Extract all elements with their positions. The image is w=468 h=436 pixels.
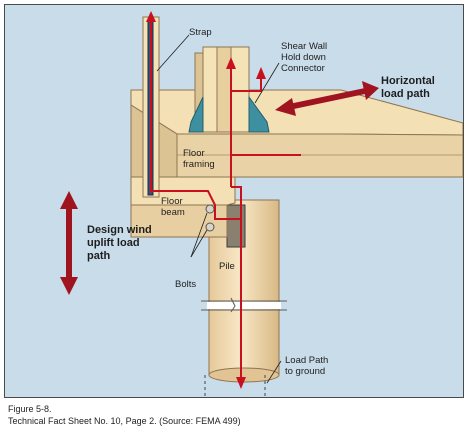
label-uplift-load-path: Design wind uplift load path bbox=[87, 224, 152, 262]
bolt bbox=[205, 222, 215, 232]
figure-caption: Figure 5-8. Technical Fact Sheet No. 10,… bbox=[8, 403, 241, 427]
hold-down-connector-left bbox=[188, 96, 204, 133]
load-path-diagram bbox=[60, 11, 463, 397]
label-strap: Strap bbox=[189, 27, 212, 38]
load-path-arrowhead-up bbox=[226, 57, 236, 69]
uplift-arrow bbox=[60, 191, 78, 295]
diagram-panel: Strap Shear Wall Hold down Connector Hor… bbox=[4, 4, 464, 398]
pile-plate bbox=[226, 204, 246, 248]
label-floor-framing: Floor framing bbox=[183, 148, 215, 170]
load-path-arrowhead-up bbox=[256, 67, 266, 79]
load-path-arrowhead-down bbox=[236, 377, 246, 389]
figure-number: Figure 5-8. bbox=[8, 404, 52, 414]
label-horizontal-load-path: Horizontal load path bbox=[381, 75, 435, 100]
label-load-path-to-ground: Load Path to ground bbox=[285, 355, 329, 377]
bolt bbox=[205, 204, 215, 214]
horizontal-arrow bbox=[275, 81, 379, 116]
label-connector: Shear Wall Hold down Connector bbox=[281, 41, 328, 74]
leader-lines bbox=[156, 34, 282, 384]
label-floor-beam: Floor beam bbox=[161, 196, 185, 218]
label-pile: Pile bbox=[219, 261, 235, 272]
load-path-arrowhead-up bbox=[146, 11, 156, 22]
hold-down-connector-right bbox=[248, 95, 270, 133]
label-bolts: Bolts bbox=[175, 279, 197, 290]
figure-source: Technical Fact Sheet No. 10, Page 2. (So… bbox=[8, 416, 241, 426]
load-path-line bbox=[150, 21, 301, 377]
